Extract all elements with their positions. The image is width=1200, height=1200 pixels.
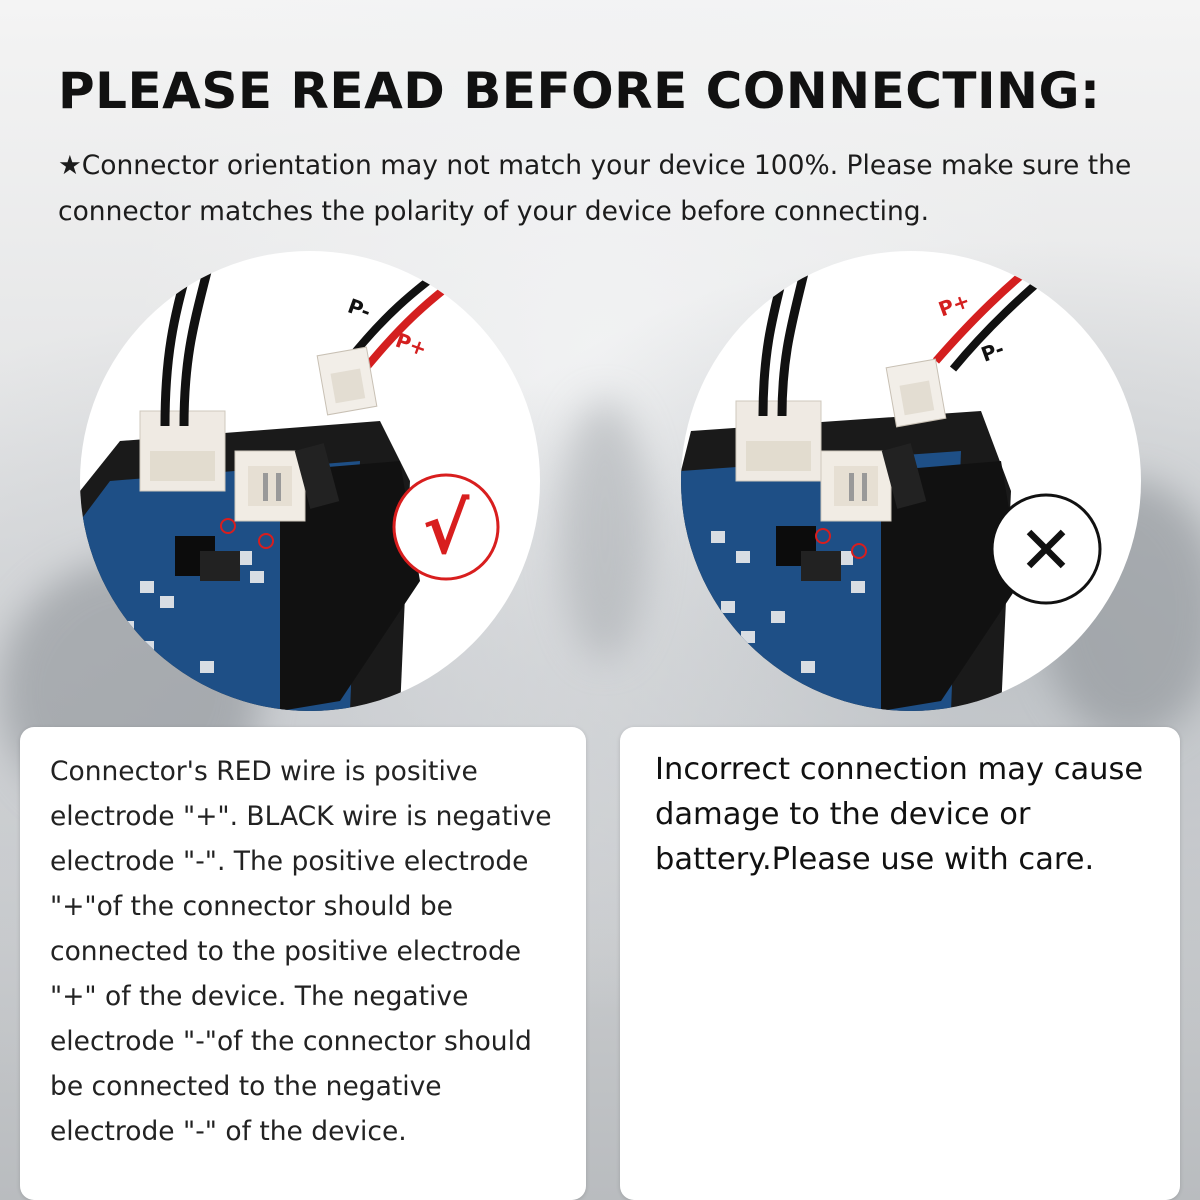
orientation-note: ★Connector orientation may not match you… bbox=[58, 150, 1132, 227]
incorrect-badge bbox=[990, 493, 1102, 605]
cross-icon: ✕ bbox=[1018, 512, 1073, 589]
label-negative: P- bbox=[345, 294, 374, 324]
background-blob bbox=[560, 400, 650, 660]
page-title: PLEASE READ BEFORE CONNECTING: bbox=[58, 62, 1101, 120]
polarity-explanation-text: Connector's RED wire is positive electro… bbox=[50, 756, 552, 1147]
polarity-explanation-card: Connector's RED wire is positive electro… bbox=[20, 727, 586, 1200]
check-icon: √ bbox=[423, 488, 470, 570]
incorrect-connection-illustration: P+ P- ✕ bbox=[681, 251, 1141, 711]
warning-text: Incorrect connection may cause damage to… bbox=[655, 752, 1144, 877]
correct-connection-illustration: P- P+ √ bbox=[80, 251, 540, 711]
warning-card: Incorrect connection may cause damage to… bbox=[620, 727, 1180, 1200]
label-positive: P+ bbox=[935, 288, 973, 321]
socket bbox=[820, 450, 892, 522]
correct-badge bbox=[392, 473, 500, 581]
loose-connector bbox=[885, 358, 947, 428]
socket bbox=[234, 450, 306, 522]
label-positive: P+ bbox=[392, 328, 430, 361]
loose-connector bbox=[316, 346, 378, 416]
